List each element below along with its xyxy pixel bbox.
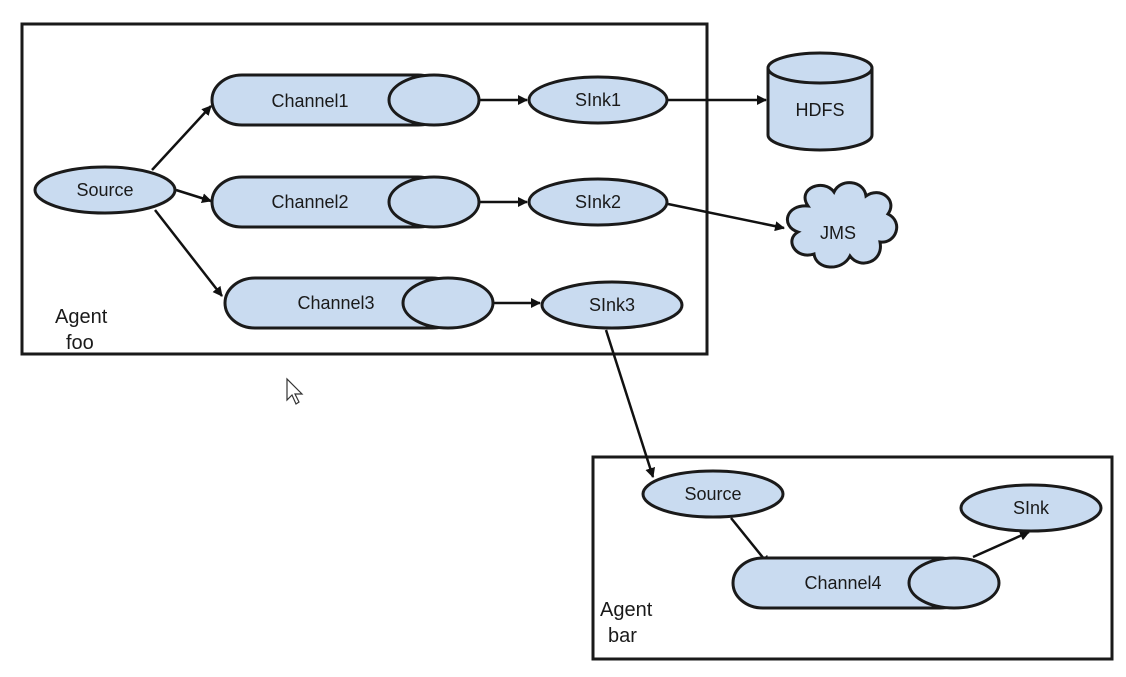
channel2-label: Channel2 (271, 192, 348, 212)
agent-bar-sink: SInk (959, 483, 1103, 533)
agent-bar-label-line2: bar (608, 625, 637, 647)
sink2: SInk2 (527, 177, 669, 227)
channel1: Channel1 (210, 73, 481, 127)
sink3-label: SInk3 (589, 295, 635, 315)
agent-bar-sink-label: SInk (1013, 498, 1050, 518)
agent-bar-source: Source (641, 469, 785, 519)
channel2: Channel2 (210, 175, 481, 229)
edge-source-channel3 (154, 209, 223, 297)
agent-foo-label-line1: Agent (55, 306, 108, 328)
edges (151, 95, 1030, 566)
channel4: Channel4 (731, 556, 1001, 610)
hdfs-label: HDFS (796, 100, 845, 120)
sink1-label: SInk1 (575, 90, 621, 110)
sink3: SInk3 (540, 280, 684, 330)
edge-sink2-jms (667, 202, 785, 232)
hdfs-database-icon: HDFS (766, 51, 874, 152)
channel4-label: Channel4 (804, 573, 881, 593)
agent-bar-label-line1: Agent (600, 599, 653, 621)
edge-source-channel1 (151, 105, 212, 171)
sink1: SInk1 (527, 75, 669, 125)
sink2-label: SInk2 (575, 192, 621, 212)
agent-foo-label-line2: foo (66, 332, 94, 354)
agent-foo-source: Source (33, 165, 177, 215)
channel1-label: Channel1 (271, 91, 348, 111)
edge-sink3-bar-source (604, 329, 656, 478)
jms-cloud-icon: JMS (785, 181, 899, 269)
edge-channel4-sink (972, 530, 1030, 559)
channel3: Channel3 (223, 276, 495, 330)
channel3-label: Channel3 (297, 293, 374, 313)
mouse-cursor-icon (286, 377, 304, 405)
edge-source-channel2 (175, 188, 212, 204)
jms-label: JMS (820, 223, 856, 243)
agent-bar-source-label: Source (684, 484, 741, 504)
agent-foo-source-label: Source (76, 180, 133, 200)
